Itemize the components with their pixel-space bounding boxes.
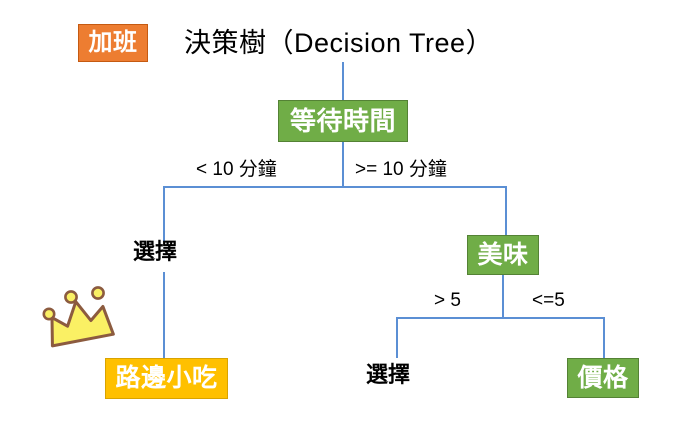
edge-label-gt-5: > 5 (434, 290, 461, 311)
overtime-badge: 加班 (78, 24, 148, 62)
edge-label-lt-10-min: < 10 分鐘 (196, 159, 277, 180)
edge-tasty-split-horizontal (396, 317, 605, 319)
edge-choose-left-to-streetfood (163, 272, 165, 358)
node-price: 價格 (567, 358, 639, 398)
page-title: 決策樹（Decision Tree） (184, 28, 494, 58)
edge-root-split-horizontal (163, 186, 507, 188)
edge-tasty-stem (502, 275, 504, 318)
crown-icon (42, 286, 115, 348)
edge-label-gte-10-min: >= 10 分鐘 (355, 159, 447, 180)
node-choose-left: 選擇 (133, 239, 178, 264)
edge-tasty-to-price (603, 317, 605, 358)
node-street-food: 路邊小吃 (105, 358, 228, 399)
edge-label-lte-5: <=5 (532, 290, 565, 311)
edge-root-to-choose-left-upper (163, 186, 165, 242)
edge-title-to-root (342, 62, 344, 100)
node-root-wait-time: 等待時間 (278, 100, 408, 142)
node-choose-right: 選擇 (366, 362, 411, 387)
node-tasty: 美味 (467, 235, 539, 275)
edge-root-to-tasty (505, 186, 507, 235)
edge-root-stem (342, 142, 344, 187)
edge-tasty-to-choose-right (396, 317, 398, 358)
